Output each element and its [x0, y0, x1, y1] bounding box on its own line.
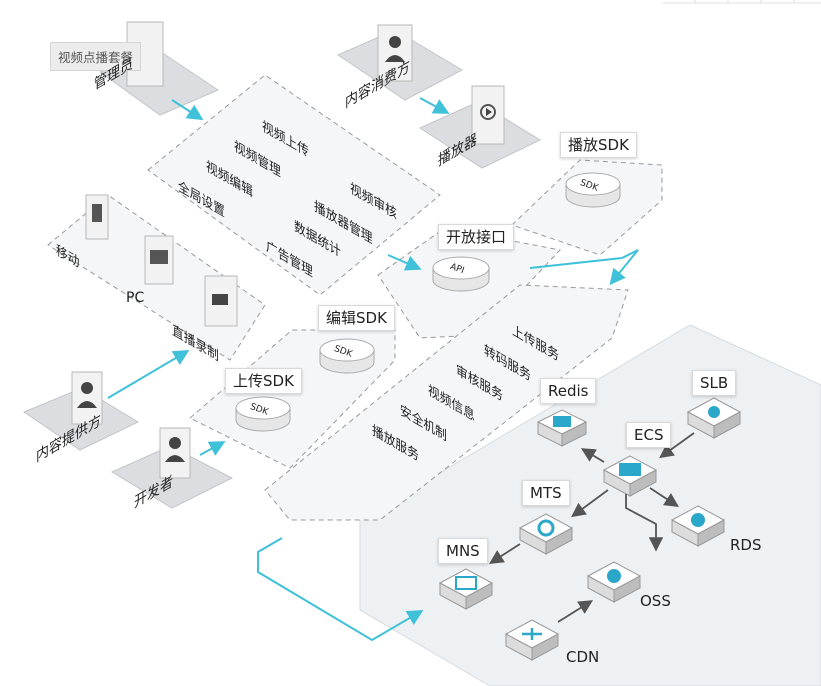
player-sdk-platform [511, 159, 663, 256]
player-sdk-label: 播放SDK [560, 132, 637, 158]
cdn-label: CDN [566, 648, 600, 666]
upload-sdk-label: 上传SDK [225, 368, 302, 394]
developer-to-sdk-arrow [199, 441, 226, 456]
cdn-tile [504, 619, 560, 661]
services-platform [264, 284, 629, 521]
developer-person-icon [169, 437, 181, 449]
consumer-device [377, 24, 413, 82]
mts-tile [518, 513, 574, 555]
player-play-icon [480, 104, 496, 120]
api-to-services-arrow [529, 249, 639, 286]
player-device [471, 85, 505, 145]
mobile-screen-icon [92, 204, 102, 222]
slb-to-ecs-arrow [659, 432, 695, 459]
redis-tile [536, 409, 588, 447]
ecs-to-redis-arrow [580, 448, 605, 463]
camera-icon [212, 294, 228, 305]
api-disk [432, 256, 490, 292]
developer-device [159, 427, 191, 479]
package-title: 视频点播套餐 [50, 42, 142, 71]
provider-person-icon [81, 382, 93, 394]
ecs-to-oss-arrow [625, 494, 664, 552]
pc-label: PC [126, 290, 145, 306]
services-to-cloud-arrow [257, 537, 424, 642]
ecs-label: ECS [626, 422, 672, 448]
consumer-person-icon [389, 36, 401, 48]
open-api-label: 开放接口 [438, 224, 515, 250]
cdn-to-oss-arrow [557, 600, 594, 623]
ecs-to-rds-arrow [649, 487, 680, 507]
rds-tile [670, 505, 726, 547]
provider-to-clients-arrow [107, 349, 190, 399]
mns-tile [438, 568, 494, 610]
pc-screen-icon [150, 250, 168, 264]
rds-label: RDS [730, 536, 762, 554]
redis-label: Redis [540, 378, 597, 404]
edit-sdk-label: 编辑SDK [318, 305, 395, 331]
consumer-body-icon [385, 55, 405, 62]
mts-label: MTS [522, 480, 570, 506]
admin-to-console-arrow [171, 99, 204, 121]
oss-tile [586, 561, 642, 603]
slb-label: SLB [692, 370, 737, 396]
mns-label: MNS [438, 538, 488, 564]
slb-tile [686, 397, 742, 439]
console-to-api-arrow [387, 254, 422, 271]
mts-to-mns-arrow [488, 543, 521, 564]
edit-sdk-disk [319, 338, 375, 374]
ecs-to-mts-arrow [571, 489, 609, 518]
provider-device [71, 371, 103, 425]
oss-label: OSS [640, 592, 671, 610]
ecs-tile [602, 455, 658, 497]
table-edge [662, 0, 821, 4]
upload-sdk-disk [235, 396, 291, 432]
player-sdk-disk [565, 172, 621, 208]
live-device [204, 275, 238, 327]
console-platform [147, 74, 441, 296]
consumer-to-player-arrow [419, 97, 450, 114]
